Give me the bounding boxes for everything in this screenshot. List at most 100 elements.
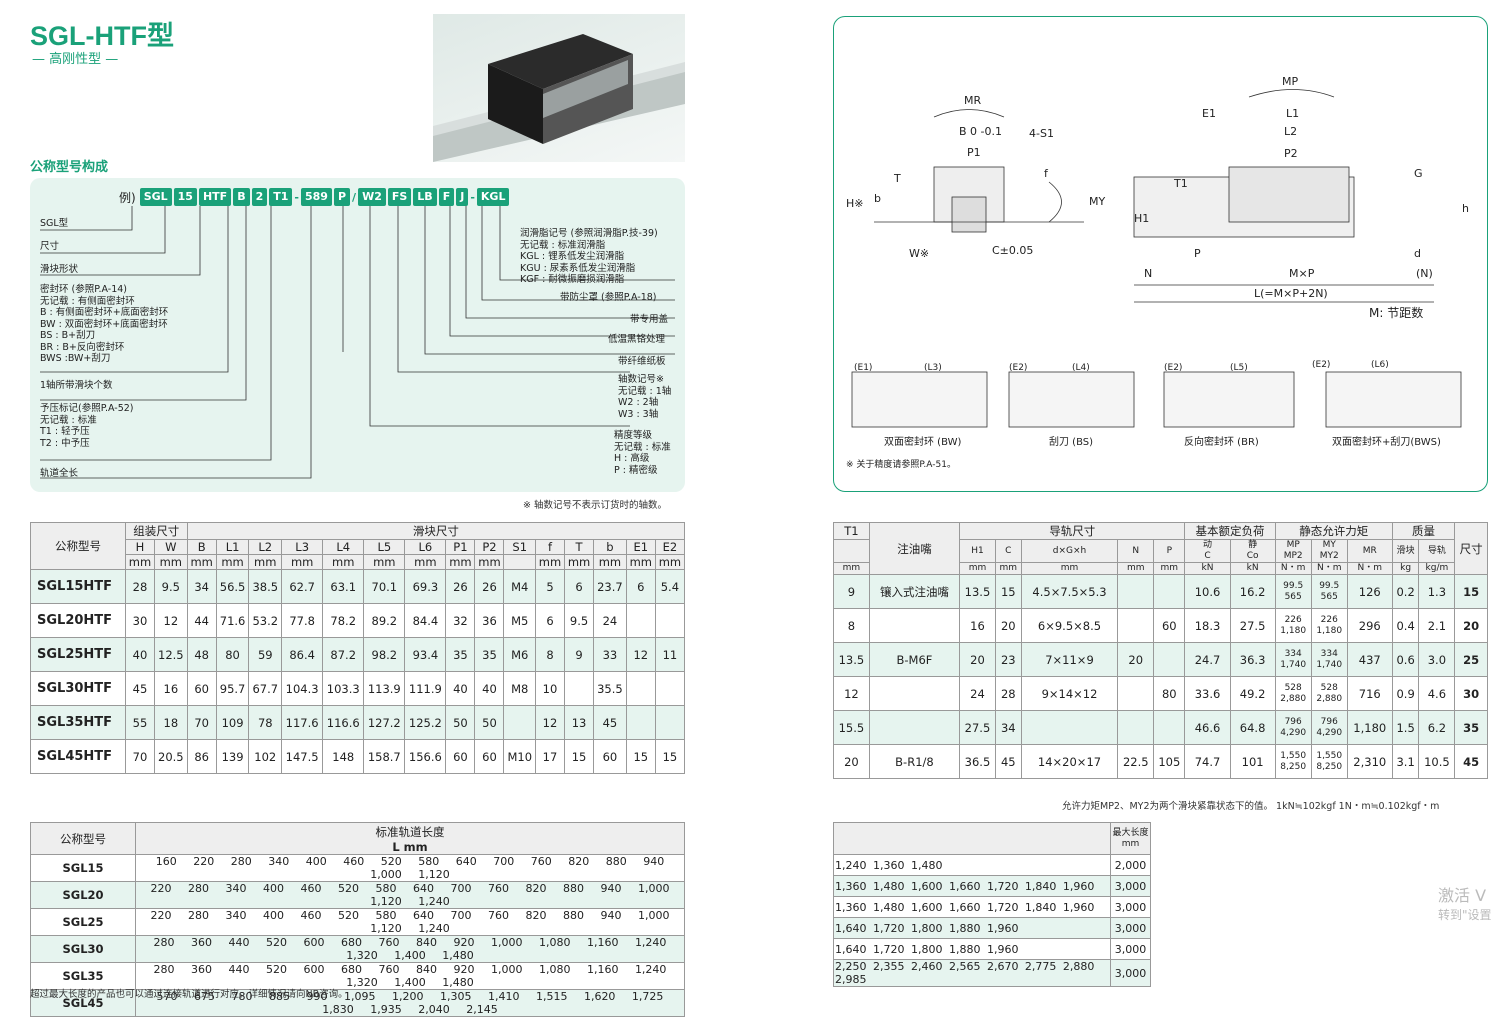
cell bbox=[654, 705, 686, 740]
cell: 9 bbox=[564, 637, 595, 672]
cell: 69.3 bbox=[404, 569, 447, 604]
cell: 148 bbox=[322, 739, 365, 774]
cell: 22.5 bbox=[1117, 744, 1155, 779]
cell: 7×11×9 bbox=[1020, 642, 1119, 677]
cell: 38.5 bbox=[248, 569, 283, 604]
cell: 139 bbox=[215, 739, 250, 774]
cell: 26 bbox=[445, 569, 476, 604]
cell: 63.1 bbox=[322, 569, 365, 604]
cell: 9×14×12 bbox=[1020, 676, 1119, 711]
cell: 5 bbox=[534, 569, 566, 604]
unit-cell bbox=[503, 554, 536, 570]
cell: 86 bbox=[186, 739, 217, 774]
code-seg-11: F bbox=[438, 188, 455, 206]
cell: 45 bbox=[1454, 744, 1488, 779]
cell: 35 bbox=[1454, 710, 1488, 745]
unit-cell: kg/m bbox=[1418, 562, 1456, 575]
col-P1: P1 bbox=[445, 539, 476, 555]
model-cell: SGL45HTF bbox=[30, 739, 126, 774]
col-L6: L6 bbox=[404, 539, 447, 555]
dim-C: C±0.05 bbox=[992, 244, 1033, 257]
cell bbox=[1117, 676, 1155, 711]
cell: 93.4 bbox=[404, 637, 447, 672]
dim-N: N bbox=[1144, 267, 1152, 280]
cell: 35 bbox=[474, 637, 505, 672]
unit-cell: kg bbox=[1391, 562, 1420, 575]
cell: 50 bbox=[445, 705, 476, 740]
dim-L: L(=M×P+2N) bbox=[1254, 287, 1328, 300]
cell bbox=[654, 671, 686, 706]
max-cell: 3,000 bbox=[1110, 875, 1151, 897]
code-seg-1: 15 bbox=[173, 188, 197, 206]
th-T1: T1 bbox=[833, 522, 870, 540]
cell bbox=[1153, 574, 1186, 609]
cell: 71.6 bbox=[215, 603, 250, 638]
cell: 34 bbox=[186, 569, 217, 604]
cell: 12 bbox=[153, 603, 188, 638]
cell: 23 bbox=[994, 642, 1022, 677]
model-cell: SGL20HTF bbox=[30, 603, 126, 638]
unit-cell: mm bbox=[363, 554, 406, 570]
right-label-3: 低温黑铬处理 bbox=[608, 334, 666, 345]
cell: 16.2 bbox=[1229, 574, 1276, 609]
bws-e: (E2) bbox=[1312, 360, 1330, 370]
table-row: 2,250 2,355 2,460 2,565 2,670 2,775 2,88… bbox=[833, 959, 1151, 987]
cell bbox=[1153, 642, 1186, 677]
cell: 20 bbox=[959, 642, 996, 677]
cell bbox=[1020, 710, 1119, 745]
cell: 40 bbox=[445, 671, 476, 706]
load-note: 允许力矩MP2、MY2为两个滑块紧靠状态下的值。 1kN≒102kgf 1N・m… bbox=[1062, 801, 1440, 812]
cell: 80 bbox=[1153, 676, 1186, 711]
unit-cell: mm bbox=[994, 562, 1022, 575]
cell: 0.2 bbox=[1391, 574, 1420, 609]
cell: 12.5 bbox=[153, 637, 188, 672]
length-cell: 220 280 340 400 460 520 580 640 700 760 … bbox=[135, 881, 685, 909]
unit-cell: mm bbox=[445, 554, 476, 570]
cell: 87.2 bbox=[322, 637, 365, 672]
bws-name: 双面密封环+刮刀(BWS) bbox=[1332, 435, 1441, 448]
cell bbox=[625, 705, 656, 740]
cell bbox=[1117, 574, 1155, 609]
left-label-1: 尺寸 bbox=[40, 241, 60, 252]
cell: 109 bbox=[215, 705, 250, 740]
dimension-diagram: MR B 0 -0.1 P1 4-S1 H※ b T f MY W※ C±0.0… bbox=[833, 16, 1488, 492]
bs-e: (E2) bbox=[1009, 363, 1027, 373]
cell: 34 bbox=[994, 710, 1022, 745]
length-cell: 280 360 440 520 600 680 760 840 920 1,00… bbox=[135, 935, 685, 963]
code-seg-7: P bbox=[333, 188, 351, 206]
unit-cell: mm bbox=[124, 554, 155, 570]
code-dash2: - bbox=[470, 190, 475, 204]
cell: 103.3 bbox=[322, 671, 365, 706]
cell: 13.5 bbox=[959, 574, 996, 609]
cell: 44 bbox=[186, 603, 217, 638]
cell: 111.9 bbox=[404, 671, 447, 706]
cell: 24.7 bbox=[1184, 642, 1231, 677]
dim-H: H※ bbox=[846, 197, 864, 210]
left-label-3: 密封环 (参照P.A-14) 无记载 : 有侧面密封环 B : 有侧面密封环+底… bbox=[40, 284, 169, 364]
cell bbox=[564, 671, 595, 706]
cell: 35 bbox=[445, 637, 476, 672]
left-label-4: 1轴所带滑块个数 bbox=[40, 380, 113, 391]
cell: 9.5 bbox=[153, 569, 188, 604]
dim-W: W※ bbox=[909, 247, 929, 260]
right-label-1: 带防尘罩 (参照P.A-18) bbox=[560, 292, 657, 303]
code-seg-2: HTF bbox=[198, 188, 232, 206]
length-cell: 220 280 340 400 460 520 580 640 700 760 … bbox=[135, 908, 685, 936]
col-L2: L2 bbox=[248, 539, 283, 555]
unit-cell: mm bbox=[654, 554, 686, 570]
dim-P2: P2 bbox=[1284, 147, 1298, 160]
cell: 78.2 bbox=[322, 603, 365, 638]
bs-l: (L4) bbox=[1072, 363, 1090, 373]
cell: 6.2 bbox=[1418, 710, 1456, 745]
cell: 102 bbox=[248, 739, 283, 774]
